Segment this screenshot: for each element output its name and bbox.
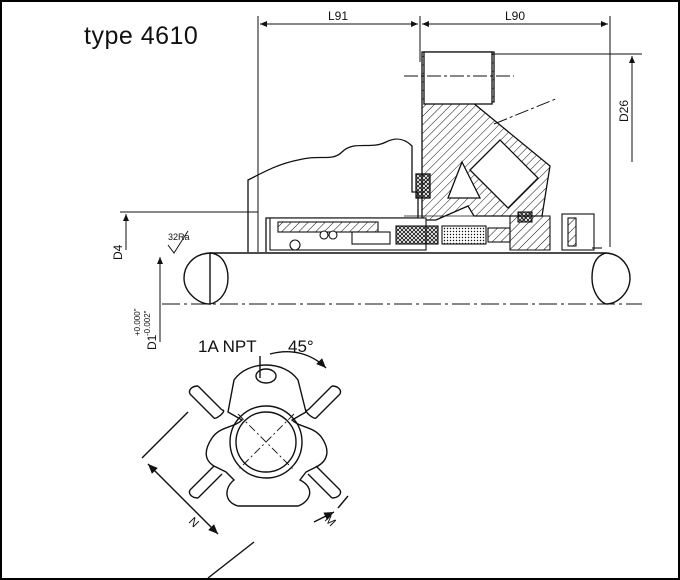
d1-tol-upper: +0.000" <box>133 308 142 336</box>
m-label: M <box>322 512 339 529</box>
drawing-title: type 4610 <box>84 22 199 50</box>
shaft <box>162 252 642 305</box>
n-label: N <box>186 514 202 530</box>
roughness-label: 32Ra <box>168 232 190 242</box>
l90-label: L90 <box>505 9 525 23</box>
seal-internals <box>269 211 602 251</box>
flange-view <box>141 350 349 578</box>
angle-label: 45° <box>288 337 314 356</box>
l91-label: L91 <box>328 9 348 23</box>
dimension-lines <box>120 16 642 342</box>
npt-label: 1A NPT <box>198 337 257 356</box>
seal-body <box>404 51 559 221</box>
roughness-mark <box>167 230 189 254</box>
d1-label: D1 <box>145 334 159 350</box>
d26-label: D26 <box>617 100 631 122</box>
d1-tol-lower: -0.002" <box>143 310 152 336</box>
d4-label: D4 <box>111 244 125 260</box>
